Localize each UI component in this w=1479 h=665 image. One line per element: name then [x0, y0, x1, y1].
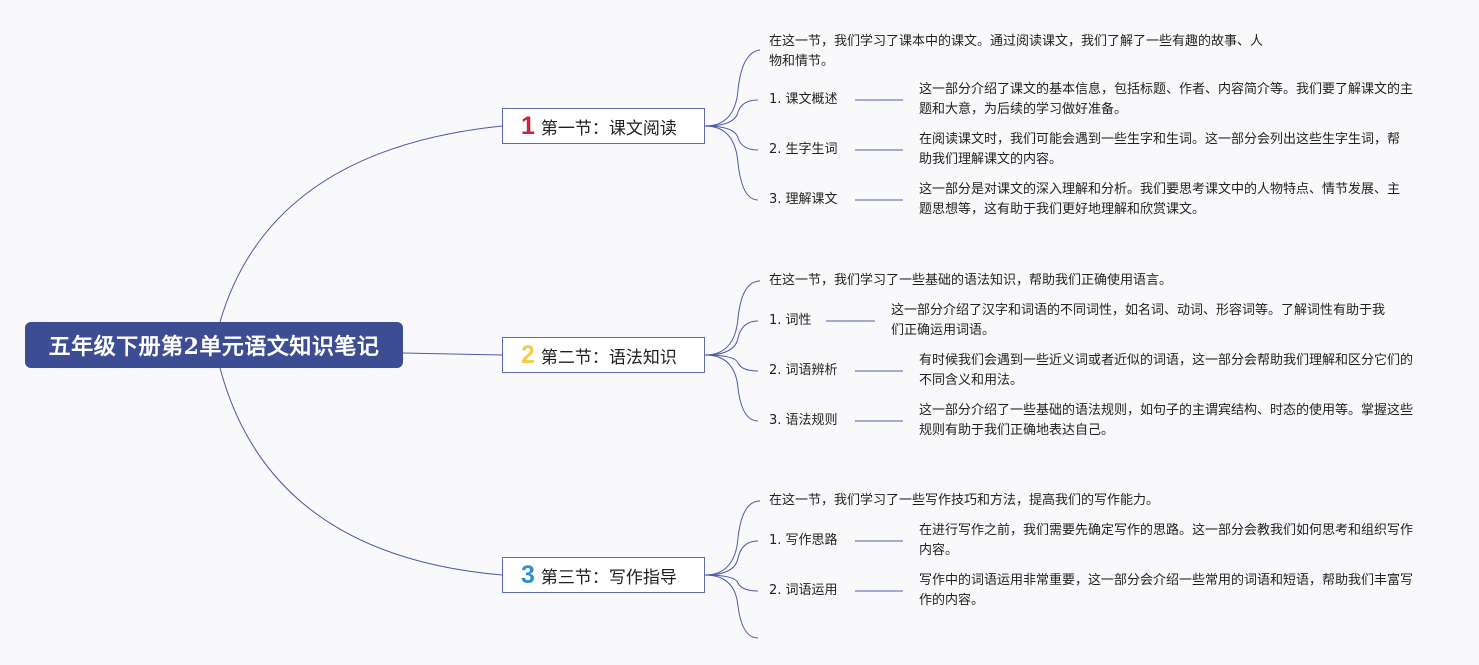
connector-s3-intro	[704, 500, 761, 576]
section-1-item-3-label[interactable]: 3. 理解课文	[769, 192, 838, 207]
section-3-item-1-desc[interactable]: 在进行写作之前，我们需要先确定写作的思路。这一部分会教我们如何思考和组织写作内容…	[919, 523, 1414, 558]
section-3-item-2-label[interactable]: 2. 词语运用	[769, 583, 838, 598]
section-2-item-2-desc[interactable]: 有时候我们会遇到一些近义词或者近似的词语，这一部分会帮助我们理解和区分它们的不同…	[919, 353, 1414, 388]
connector-s1-item1	[704, 99, 759, 127]
section-3-node[interactable]: 3 第三节：写作指导	[502, 557, 705, 593]
section-2-item-3-label[interactable]: 3. 语法规则	[769, 413, 838, 428]
section-2-item-1-desc[interactable]: 这一部分介绍了汉字和词语的不同词性，如名词、动词、形容词等。了解词性有助于我们正…	[891, 303, 1386, 338]
section-3-intro[interactable]: 在这一节，我们学习了一些写作技巧和方法，提高我们的写作能力。	[769, 493, 1160, 508]
section-3-item-2-desc[interactable]: 写作中的词语运用非常重要，这一部分会介绍一些常用的词语和短语，帮助我们丰富写作的…	[919, 573, 1414, 608]
connector-root-section-2	[402, 352, 503, 356]
connector-s1-item3	[704, 125, 759, 201]
connector-s2-intro	[704, 280, 761, 356]
section-1-item-3-desc[interactable]: 这一部分是对课文的深入理解和分析。我们要思考课文中的人物特点、情节发展、主题思想…	[919, 182, 1401, 217]
connector-s2-item3	[704, 354, 759, 422]
connector-s3-empty	[704, 574, 759, 639]
section-1-label: 第一节：课文阅读	[540, 118, 677, 139]
number-2-icon: 2	[521, 340, 535, 369]
section-2-node[interactable]: 2 第二节：语法知识	[502, 337, 705, 373]
connector-s2-item2	[704, 354, 759, 372]
section-2-intro[interactable]: 在这一节，我们学习了一些基础的语法知识，帮助我们正确使用语言。	[769, 273, 1173, 288]
section-1-item-1-desc[interactable]: 这一部分介绍了课文的基本信息，包括标题、作者、内容简介等。我们要了解课文的主题和…	[919, 82, 1414, 117]
section-3-item-1-label[interactable]: 1. 写作思路	[769, 533, 838, 548]
root-topic[interactable]: 五年级下册第2单元语文知识笔记	[25, 322, 403, 368]
connector-s1-item2	[704, 125, 759, 151]
section-1-node[interactable]: 1 第一节：课文阅读	[502, 108, 705, 144]
section-1-item-2-desc[interactable]: 在阅读课文时，我们可能会遇到一些生字和生词。这一部分会列出这些生字生词，帮助我们…	[919, 132, 1401, 167]
connector-root-section-3	[219, 367, 503, 576]
connector-s1-intro	[704, 49, 761, 127]
section-2-item-3-desc[interactable]: 这一部分介绍了一些基础的语法规则，如句子的主谓宾结构、时态的使用等。掌握这些规则…	[919, 403, 1414, 438]
connector-root-section-1	[219, 125, 503, 323]
number-3-icon: 3	[521, 560, 535, 589]
section-1-item-2-label[interactable]: 2. 生字生词	[769, 142, 838, 157]
section-2-label: 第二节：语法知识	[540, 347, 677, 368]
section-1-item-1-label[interactable]: 1. 课文概述	[769, 92, 838, 107]
section-3-label: 第三节：写作指导	[540, 567, 677, 588]
number-1-icon: 1	[521, 111, 535, 140]
root-topic-label: 五年级下册第2单元语文知识笔记	[48, 334, 380, 360]
section-2-item-1-label[interactable]: 1. 词性	[769, 313, 812, 328]
section-2-item-2-label[interactable]: 2. 词语辨析	[769, 363, 838, 378]
connector-s2-item1	[704, 320, 759, 356]
connector-s3-item1	[704, 540, 759, 576]
connector-s3-item2	[704, 574, 759, 592]
section-1-intro[interactable]: 在这一节，我们学习了课本中的课文。通过阅读课文，我们了解了一些有趣的故事、人物和…	[769, 34, 1264, 69]
